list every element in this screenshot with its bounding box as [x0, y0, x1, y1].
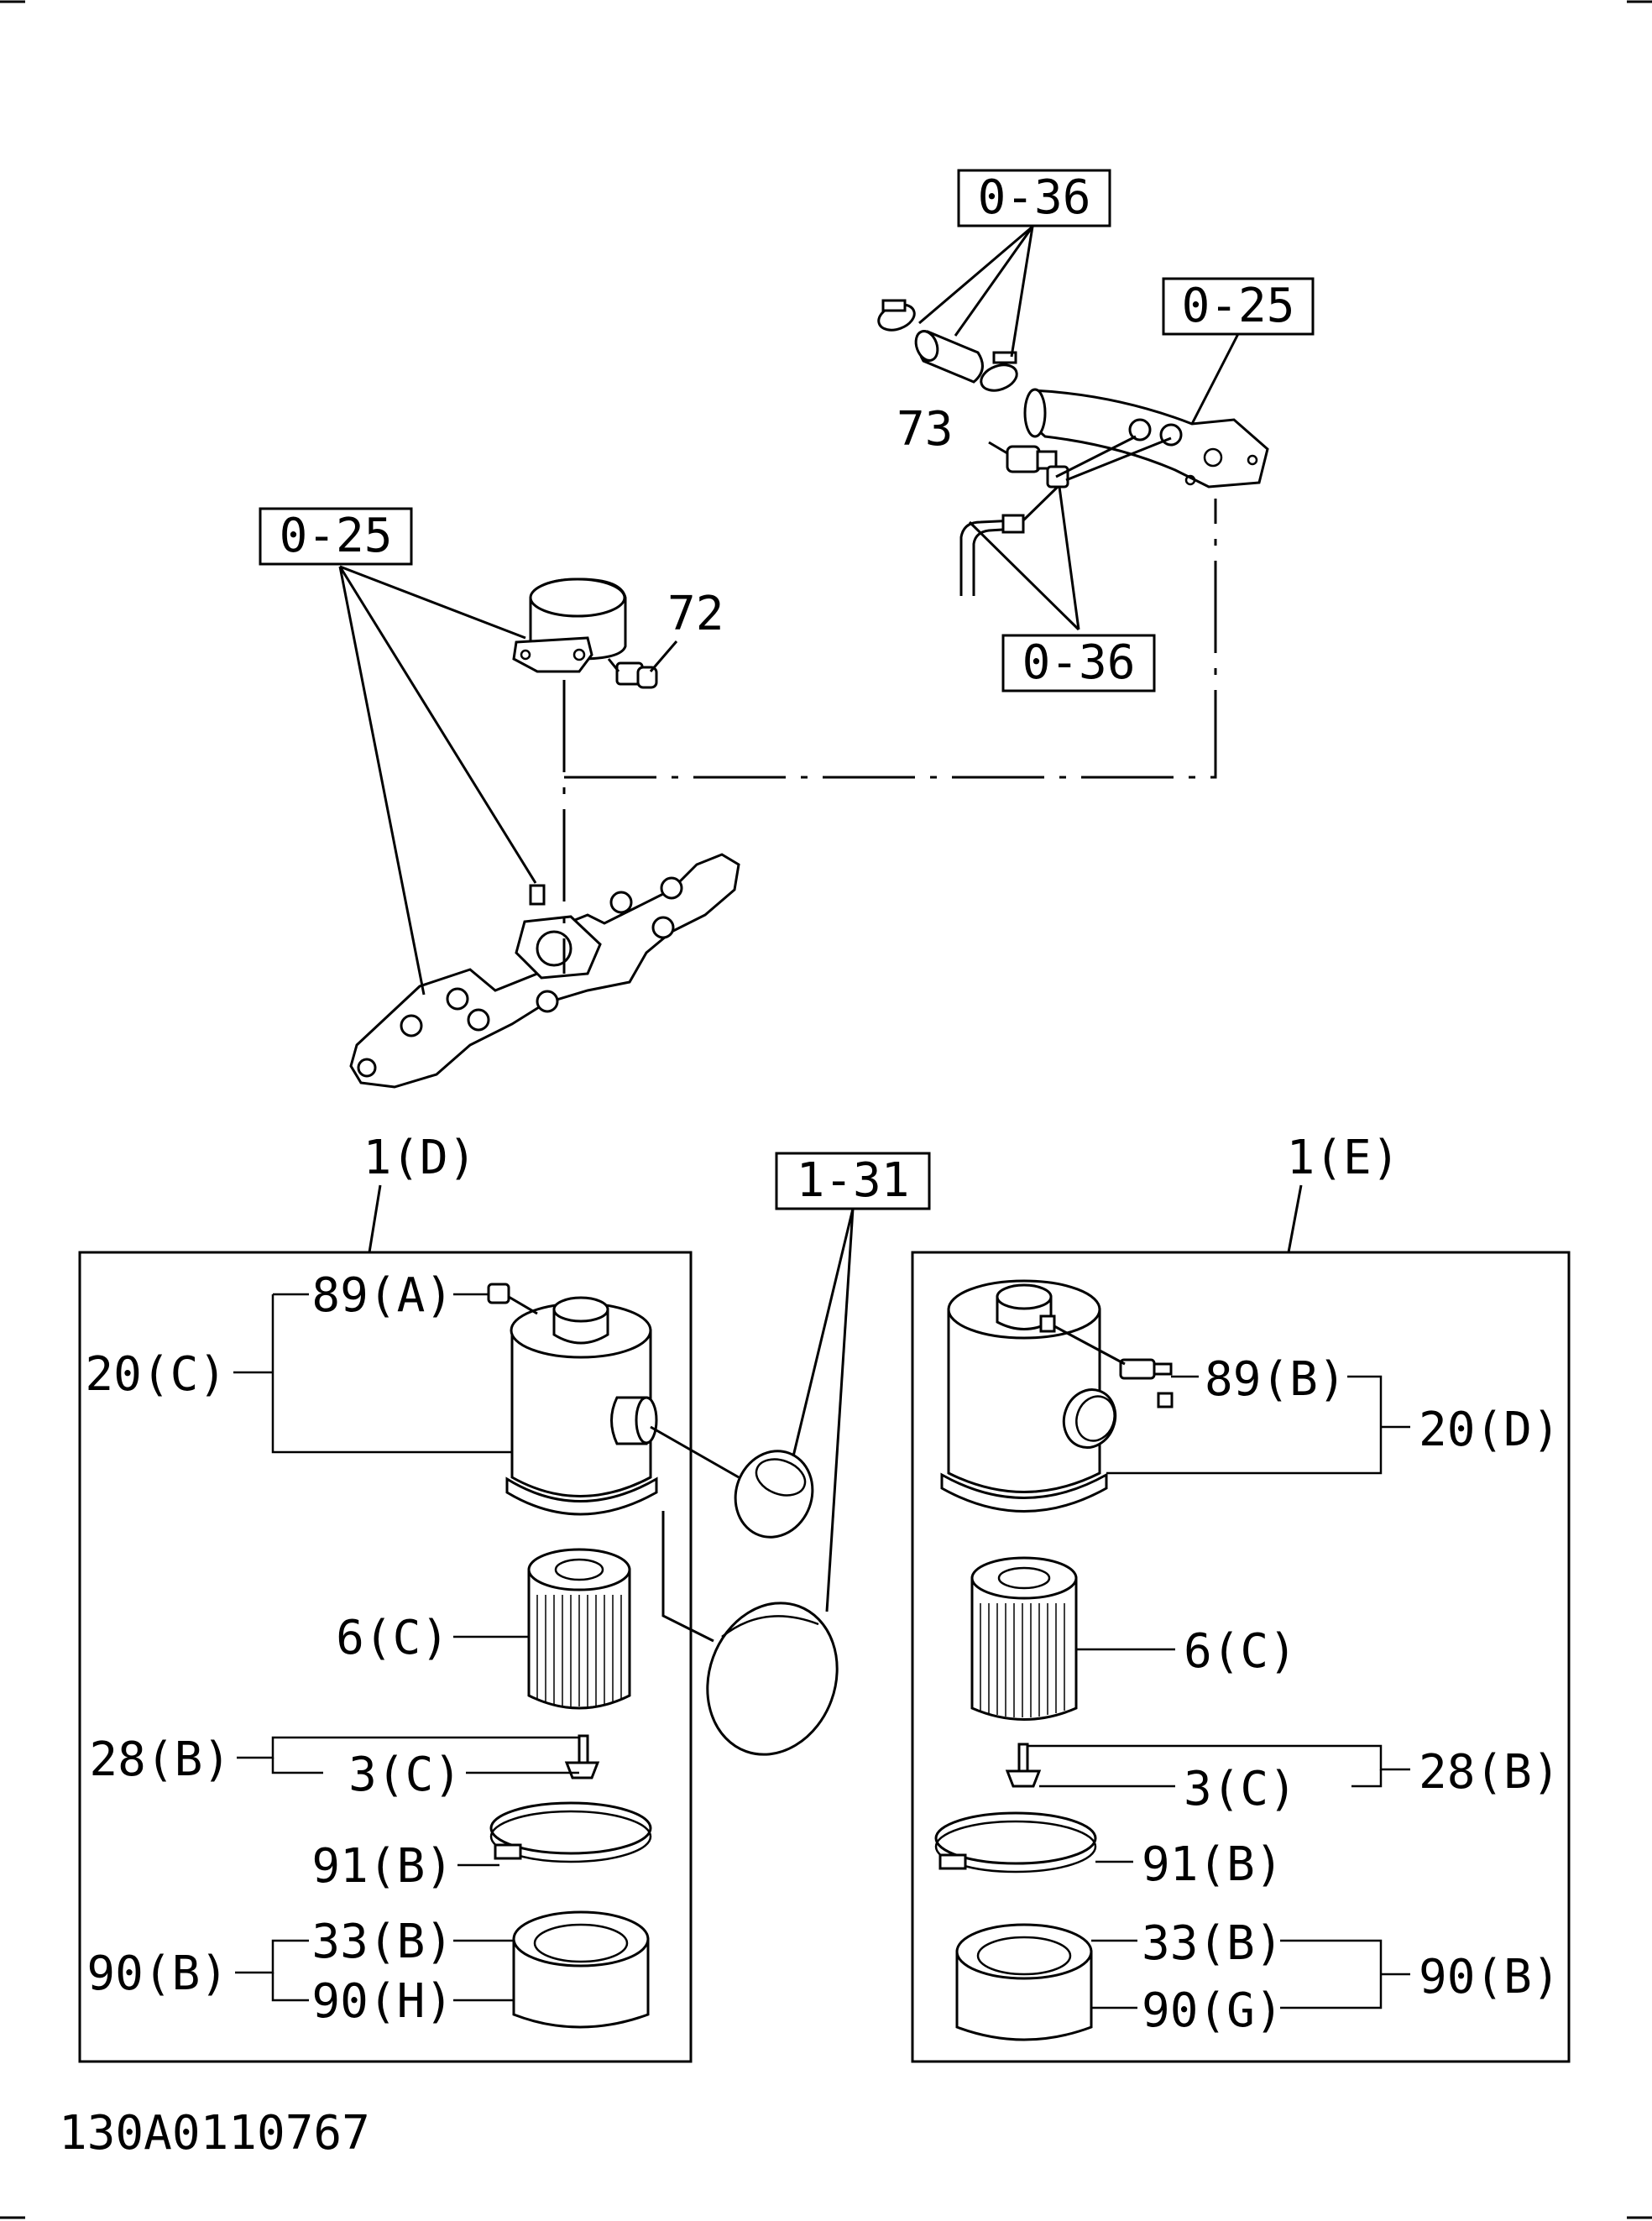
label-91b-left: 91(B): [311, 1839, 453, 1894]
label-28b-left: 28(B): [89, 1732, 231, 1787]
sensor-harness: [959, 485, 1059, 596]
ref-lower-0-36-label: 0-36: [1022, 635, 1136, 690]
assembly-1d-frame: [78, 1251, 693, 2063]
ref-box-top-0-36: 0-36: [957, 169, 1111, 227]
label-3c-right: 3(C): [1184, 1762, 1297, 1816]
exhaust-manifold: [349, 853, 740, 1089]
sensor-73-part: [988, 441, 1058, 473]
ref-box-upper-0-25: 0-25: [1162, 277, 1315, 336]
label-89b: 89(B): [1205, 1352, 1346, 1407]
part-72-label: 72: [667, 587, 724, 641]
turbo-pipe-part: [512, 577, 627, 673]
label-90b-right: 90(B): [1419, 1950, 1561, 2004]
label-6c-right: 6(C): [1184, 1624, 1297, 1679]
upper-leaders: [338, 225, 1244, 996]
covers-1-31: 1-31: [650, 1152, 931, 1756]
sensor-72-part: [607, 658, 658, 689]
assembly-1d-title: 1(D): [363, 1131, 477, 1185]
assembly-1e: 1(E): [911, 1131, 1571, 2063]
ref-top-0-36-label: 0-36: [978, 170, 1091, 225]
label-90g: 90(G): [1142, 1983, 1283, 2038]
label-33b-right: 33(B): [1142, 1916, 1283, 1971]
label-6c-left: 6(C): [336, 1611, 449, 1665]
ref-box-left-0-25: 0-25: [259, 507, 413, 566]
label-91b-right: 91(B): [1142, 1837, 1283, 1892]
ref-upper-0-25-label: 0-25: [1182, 279, 1295, 333]
part-73-label: 73: [897, 402, 953, 457]
label-89a: 89(A): [311, 1268, 453, 1323]
label-3c-left: 3(C): [348, 1748, 462, 1802]
ref-1-31-label: 1-31: [797, 1153, 910, 1208]
label-90h: 90(H): [311, 1974, 453, 2029]
assembly-1d: 1(D): [78, 1131, 693, 2063]
assembly-1e-title: 1(E): [1287, 1131, 1400, 1185]
drawing-number: 130A0110767: [59, 2106, 370, 2161]
label-28b-right: 28(B): [1419, 1745, 1561, 1800]
label-20d: 20(D): [1419, 1403, 1561, 1457]
connector-fitting: [1046, 435, 1172, 489]
ref-left-0-25-label: 0-25: [280, 509, 393, 563]
assembly-1e-frame: [911, 1251, 1571, 2063]
ref-box-lower-0-36: 0-36: [1001, 634, 1156, 692]
label-33b-left: 33(B): [311, 1915, 453, 1969]
label-20c-left: 20(C): [85, 1347, 227, 1402]
hose-clamp-group: [877, 299, 1018, 392]
label-90b-left: 90(B): [86, 1947, 228, 2001]
